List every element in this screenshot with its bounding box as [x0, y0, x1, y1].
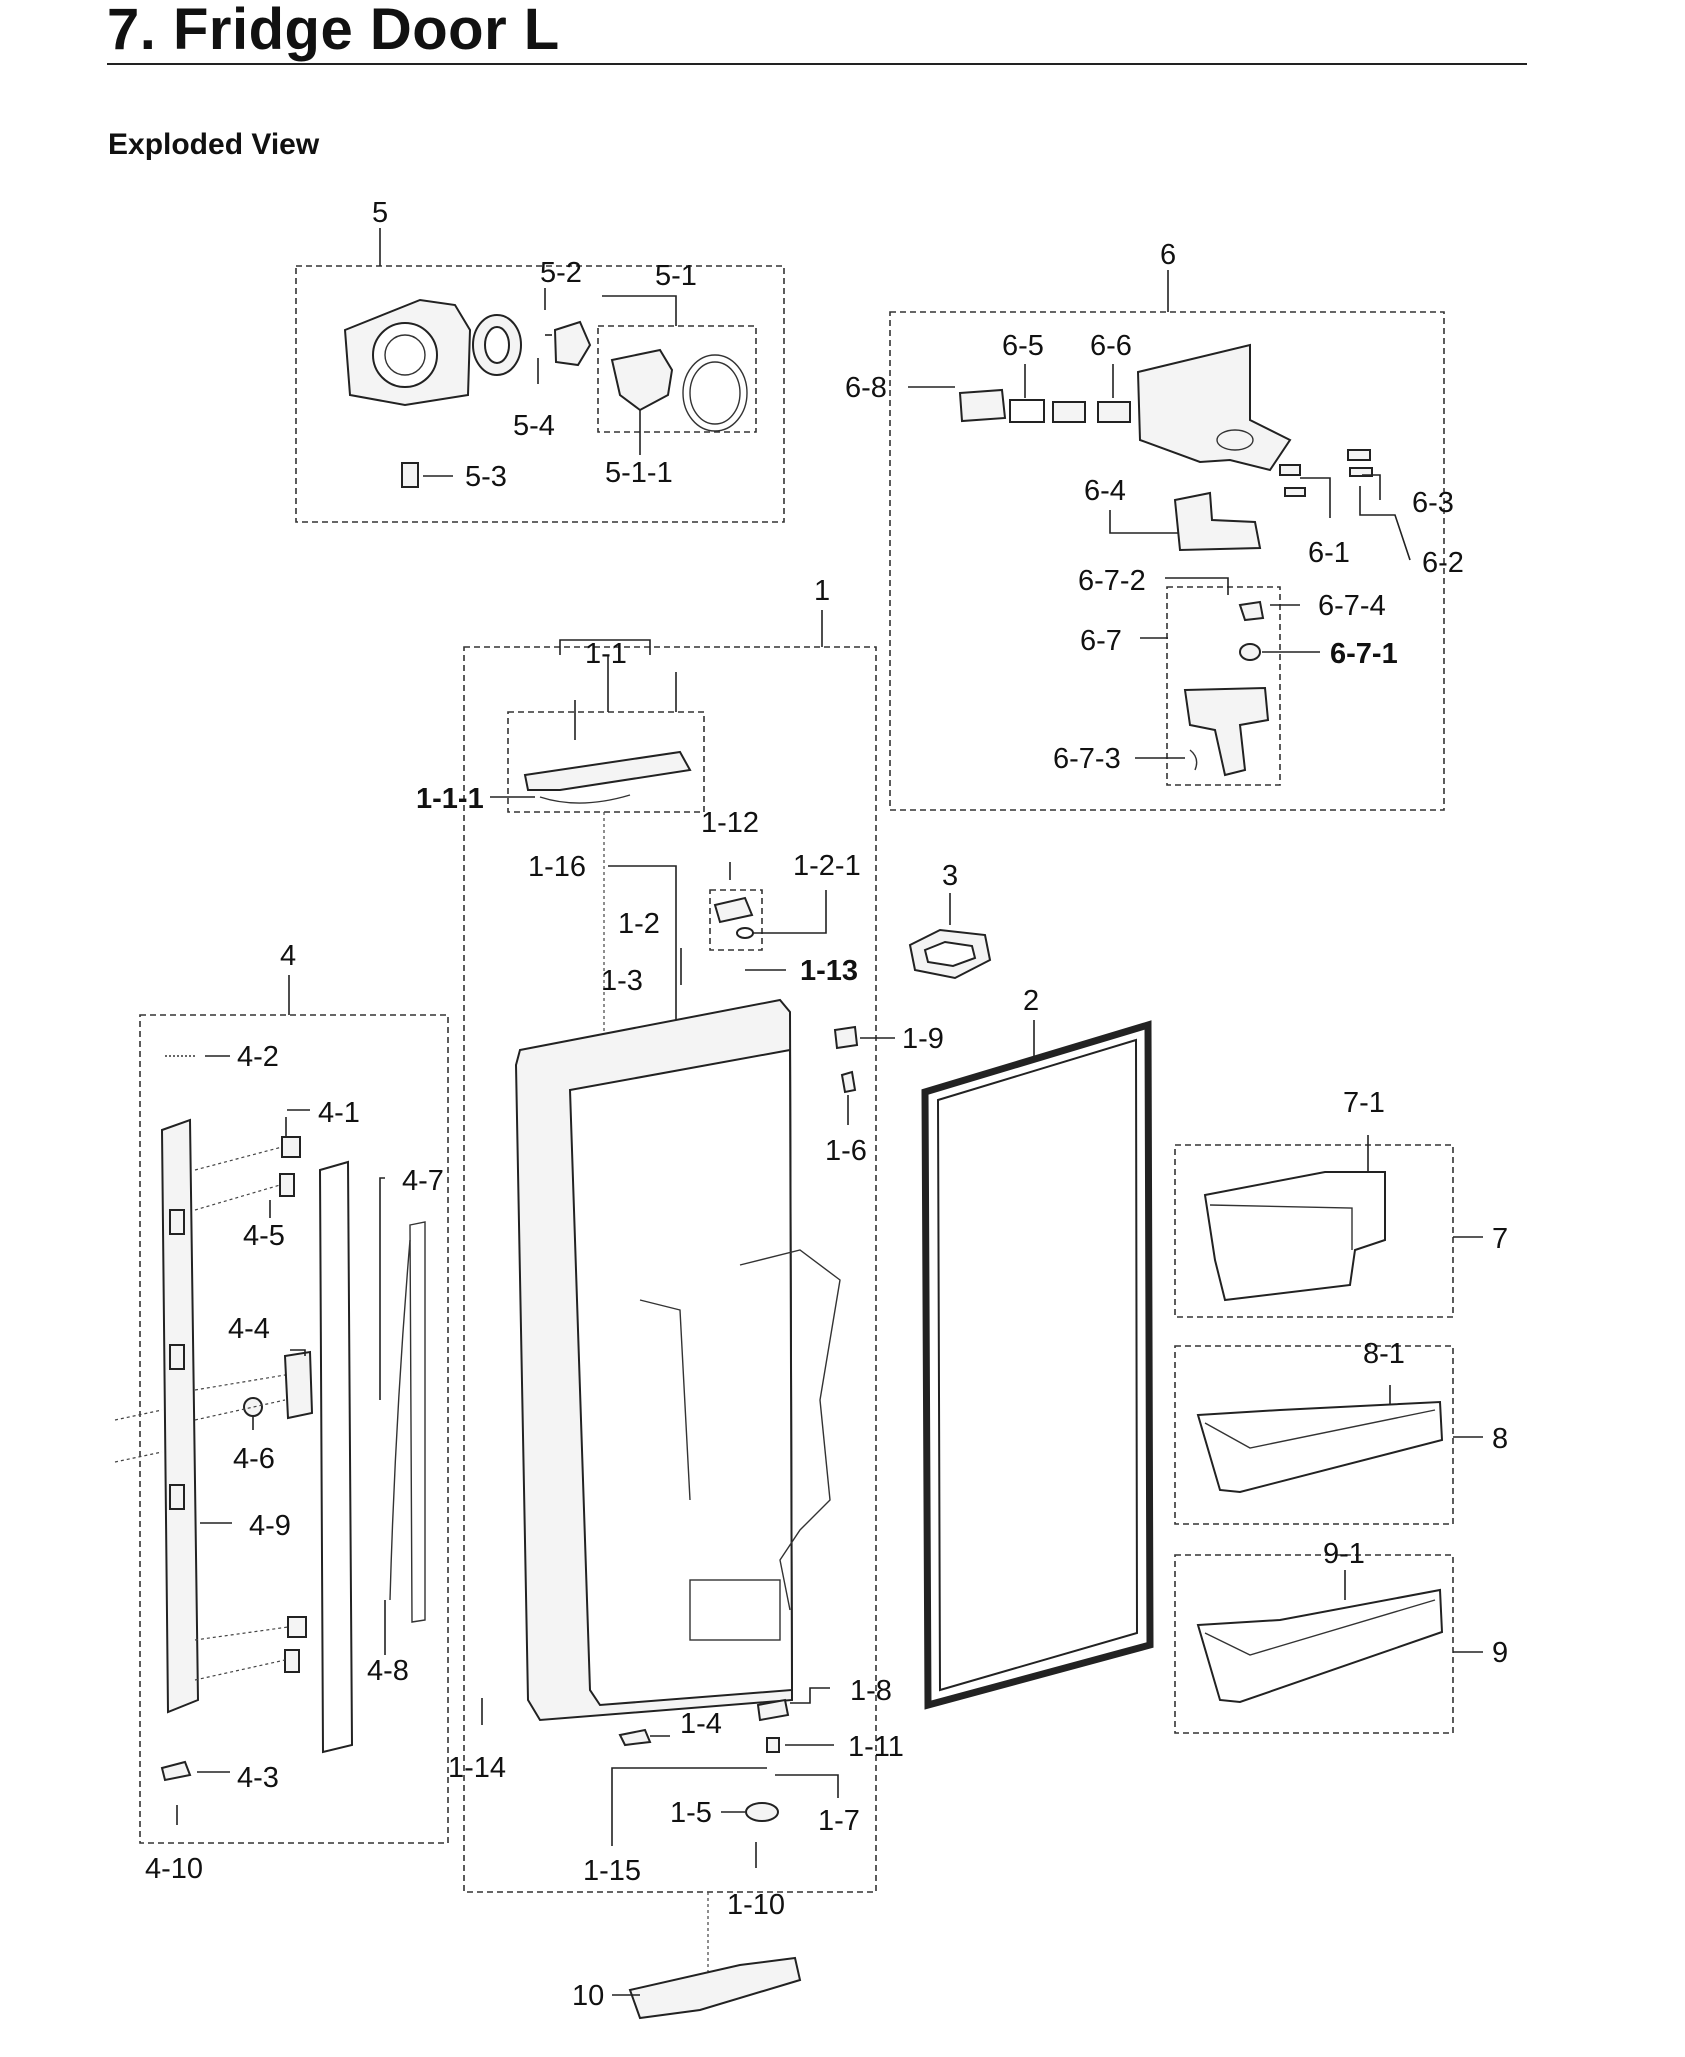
callout-5-4: 5-4 — [513, 410, 555, 442]
callout-1-10: 1-10 — [727, 1889, 785, 1921]
callout-4: 4 — [280, 940, 296, 972]
callout-4-1: 4-1 — [318, 1097, 360, 1129]
callout-5-1: 5-1 — [655, 260, 697, 292]
callout-1-4: 1-4 — [680, 1708, 722, 1740]
callout-4-9: 4-9 — [249, 1510, 291, 1542]
callout-6-3: 6-3 — [1412, 487, 1454, 519]
callout-4-2: 4-2 — [237, 1041, 279, 1073]
callout-1-8: 1-8 — [850, 1675, 892, 1707]
callout-5: 5 — [372, 197, 388, 229]
callout-6-7-2: 6-7-2 — [1078, 565, 1146, 597]
callout-9: 9 — [1492, 1637, 1508, 1669]
callout-4-4: 4-4 — [228, 1313, 270, 1345]
gasket-parts: 3 2 — [908, 860, 1154, 1710]
callout-1-6: 1-6 — [825, 1135, 867, 1167]
bin-8-part — [1196, 1400, 1444, 1494]
callout-2: 2 — [1023, 985, 1039, 1017]
callout-5-3: 5-3 — [465, 461, 507, 493]
callout-6-7-3: 6-7-3 — [1053, 743, 1121, 775]
callout-1-16: 1-16 — [528, 851, 586, 883]
callout-1-11: 1-11 — [848, 1731, 904, 1763]
group-1-1-boundary — [507, 711, 705, 813]
callout-4-6: 4-6 — [233, 1443, 275, 1475]
callout-6-7: 6-7 — [1080, 625, 1122, 657]
section-label: Exploded View — [108, 128, 320, 161]
callout-4-8: 4-8 — [367, 1655, 409, 1687]
callout-4-3: 4-3 — [237, 1762, 279, 1794]
callout-5-2: 5-2 — [540, 257, 582, 289]
callout-1: 1 — [814, 575, 830, 607]
door-gasket-part — [921, 1020, 1154, 1710]
door-liner-part — [568, 1048, 794, 1707]
callout-6-7-1: 6-7-1 — [1330, 638, 1398, 670]
callout-1-7: 1-7 — [818, 1805, 860, 1837]
callout-6-2: 6-2 — [1422, 547, 1464, 579]
callout-6-5: 6-5 — [1002, 330, 1044, 362]
bin-7-part — [1203, 1171, 1386, 1302]
bins-group: 7-1 7 8-1 8 9-1 9 — [1174, 1087, 1508, 1734]
group-1-2-boundary — [709, 889, 763, 951]
trim-cover-part — [318, 1160, 354, 1754]
group-4-boundary — [139, 1014, 449, 1844]
part-10-group: 10 — [572, 1956, 802, 2020]
callout-6-8: 6-8 — [845, 372, 887, 404]
group-5-boundary — [295, 265, 785, 523]
callout-1-2: 1-2 — [618, 908, 660, 940]
callout-6-4: 6-4 — [1084, 475, 1126, 507]
callout-1-3: 1-3 — [601, 965, 643, 997]
callout-7: 7 — [1492, 1223, 1508, 1255]
callout-6-7-4: 6-7-4 — [1318, 590, 1386, 622]
callout-1-9: 1-9 — [902, 1023, 944, 1055]
callout-1-15: 1-15 — [583, 1855, 641, 1887]
callout-8: 8 — [1492, 1423, 1508, 1455]
group-6-boundary — [889, 311, 1445, 811]
callout-1-12: 1-12 — [701, 807, 759, 839]
group-4-assembly: 4 4-2 4-1 4-7 4-5 4-4 4-6 4-9 4-8 4-3 4-… — [114, 940, 449, 1885]
group-6-7-boundary — [1166, 586, 1281, 786]
callout-4-5: 4-5 — [243, 1220, 285, 1252]
callout-1-1: 1-1 — [585, 638, 627, 670]
callout-7-1: 7-1 — [1343, 1087, 1385, 1119]
callout-10: 10 — [572, 1980, 604, 2012]
title-rule — [107, 63, 1527, 65]
callout-4-10: 4-10 — [145, 1853, 203, 1885]
callout-5-1-1: 5-1-1 — [605, 457, 673, 489]
callout-1-13: 1-13 — [800, 955, 858, 987]
group-1-boundary — [463, 646, 877, 1893]
callout-8-1: 8-1 — [1363, 1338, 1405, 1370]
callout-4-7: 4-7 — [402, 1165, 444, 1197]
callout-6-6: 6-6 — [1090, 330, 1132, 362]
group-1-assembly: 1 1-1 1-1-1 1-12 1-16 1-2-1 1-2 1-3 1-13… — [416, 575, 944, 1990]
callout-1-1-1: 1-1-1 — [416, 783, 484, 815]
group-7-boundary — [1174, 1144, 1454, 1318]
page-title: 7. Fridge Door L — [107, 0, 560, 62]
group-8-boundary — [1174, 1345, 1454, 1525]
callout-1-5: 1-5 — [670, 1797, 712, 1829]
callout-6: 6 — [1160, 239, 1176, 271]
trim-strip-part — [160, 1118, 200, 1714]
callout-3: 3 — [942, 860, 958, 892]
dispenser-housing-part — [1136, 343, 1292, 472]
group-5-1-boundary — [597, 325, 757, 433]
dispenser-lever-part — [1183, 686, 1270, 777]
callout-1-14: 1-14 — [448, 1752, 506, 1784]
callout-1-2-1: 1-2-1 — [793, 850, 861, 882]
bin-9-part — [1196, 1588, 1444, 1704]
group-6-assembly: 6 6-5 6-6 6-8 6-3 6-4 6-1 6-2 6-7-2 6-7-… — [845, 239, 1464, 811]
group-5-assembly: 5 5-2 5-1 5-4 5-1-1 5-3 — [295, 197, 785, 523]
bottom-cover-part — [628, 1956, 802, 2020]
group-9-boundary — [1174, 1554, 1454, 1734]
callout-9-1: 9-1 — [1323, 1538, 1365, 1570]
callout-6-1: 6-1 — [1308, 537, 1350, 569]
